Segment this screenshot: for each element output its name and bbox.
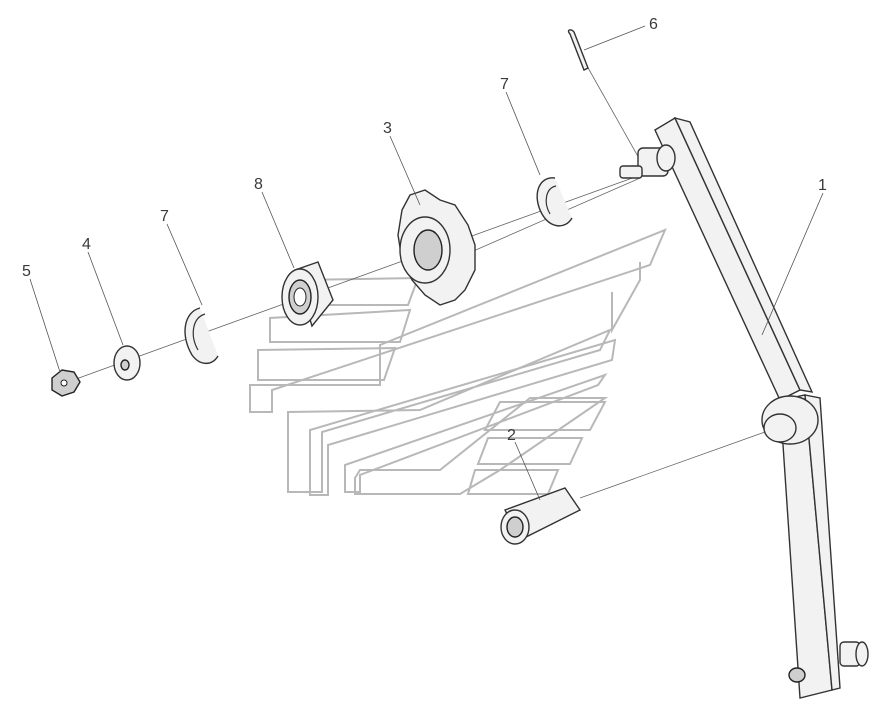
callout-6: 6 <box>649 16 658 33</box>
callout-8: 8 <box>254 176 263 193</box>
part-cotter-pin <box>567 29 589 71</box>
callout-7-right: 7 <box>500 76 509 93</box>
part-castle-nut <box>51 369 81 397</box>
watermark-logo <box>249 228 667 496</box>
leader-lines <box>29 25 824 501</box>
part-retaining-ring-right <box>536 177 573 227</box>
callout-5: 5 <box>22 263 31 280</box>
callout-labels: 1 2 3 4 5 6 7 7 8 <box>22 16 827 444</box>
callout-2: 2 <box>507 427 516 444</box>
callout-7-left: 7 <box>160 208 169 225</box>
part-bushing <box>500 487 582 545</box>
callout-3: 3 <box>383 120 392 137</box>
part-retaining-ring-left <box>184 307 219 365</box>
part-lever-arm <box>619 116 869 699</box>
callout-1: 1 <box>818 177 827 194</box>
part-sprocket <box>397 189 476 306</box>
part-washer <box>113 345 141 381</box>
part-bearing <box>281 261 334 328</box>
callout-4: 4 <box>82 236 91 253</box>
